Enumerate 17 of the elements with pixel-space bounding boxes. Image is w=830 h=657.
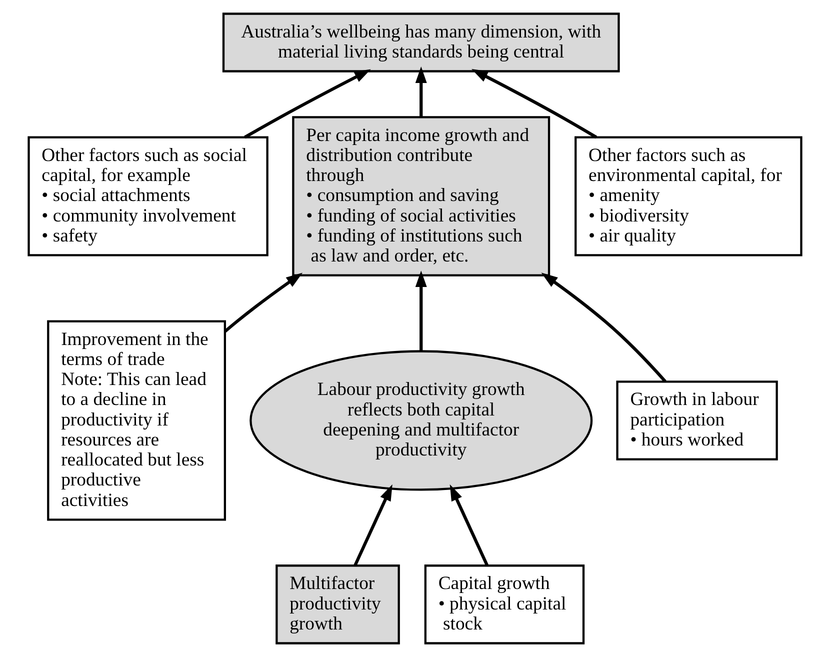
arrow (450, 484, 489, 566)
arrow (224, 272, 303, 333)
arrow (415, 270, 427, 351)
node-box: Australia’s wellbeing has many dimension, with material living standards being central (222, 12, 620, 72)
node-box: Capital growth • physical capital stock (424, 564, 585, 644)
node-box: Multifactor productivity growth (276, 564, 400, 644)
node-box: Per capita income growth and distribution contribute through • consumption and saving • funding of social activities • funding of institutions such as law and order, etc. (292, 116, 550, 276)
node-ellipse: Labour productivity growth reflects both capital deepening and multifactor productivity (250, 350, 593, 491)
node-box: Other factors such as social capital, for example • social attachments • community involvement • safety (28, 136, 268, 256)
node-box: Growth in labour participation • hours worked (616, 380, 778, 460)
arrow (244, 69, 371, 139)
node-box: Other factors such as environmental capital, for • amenity • biodiversity • air quality (574, 136, 802, 256)
arrow (541, 272, 666, 382)
arrow (415, 66, 427, 118)
arrow (472, 69, 598, 139)
arrow (354, 484, 392, 566)
node-box: Improvement in the terms of trade Note: This can lead to a decline in productivity if resources are reallocated but less productive activities (47, 320, 226, 521)
